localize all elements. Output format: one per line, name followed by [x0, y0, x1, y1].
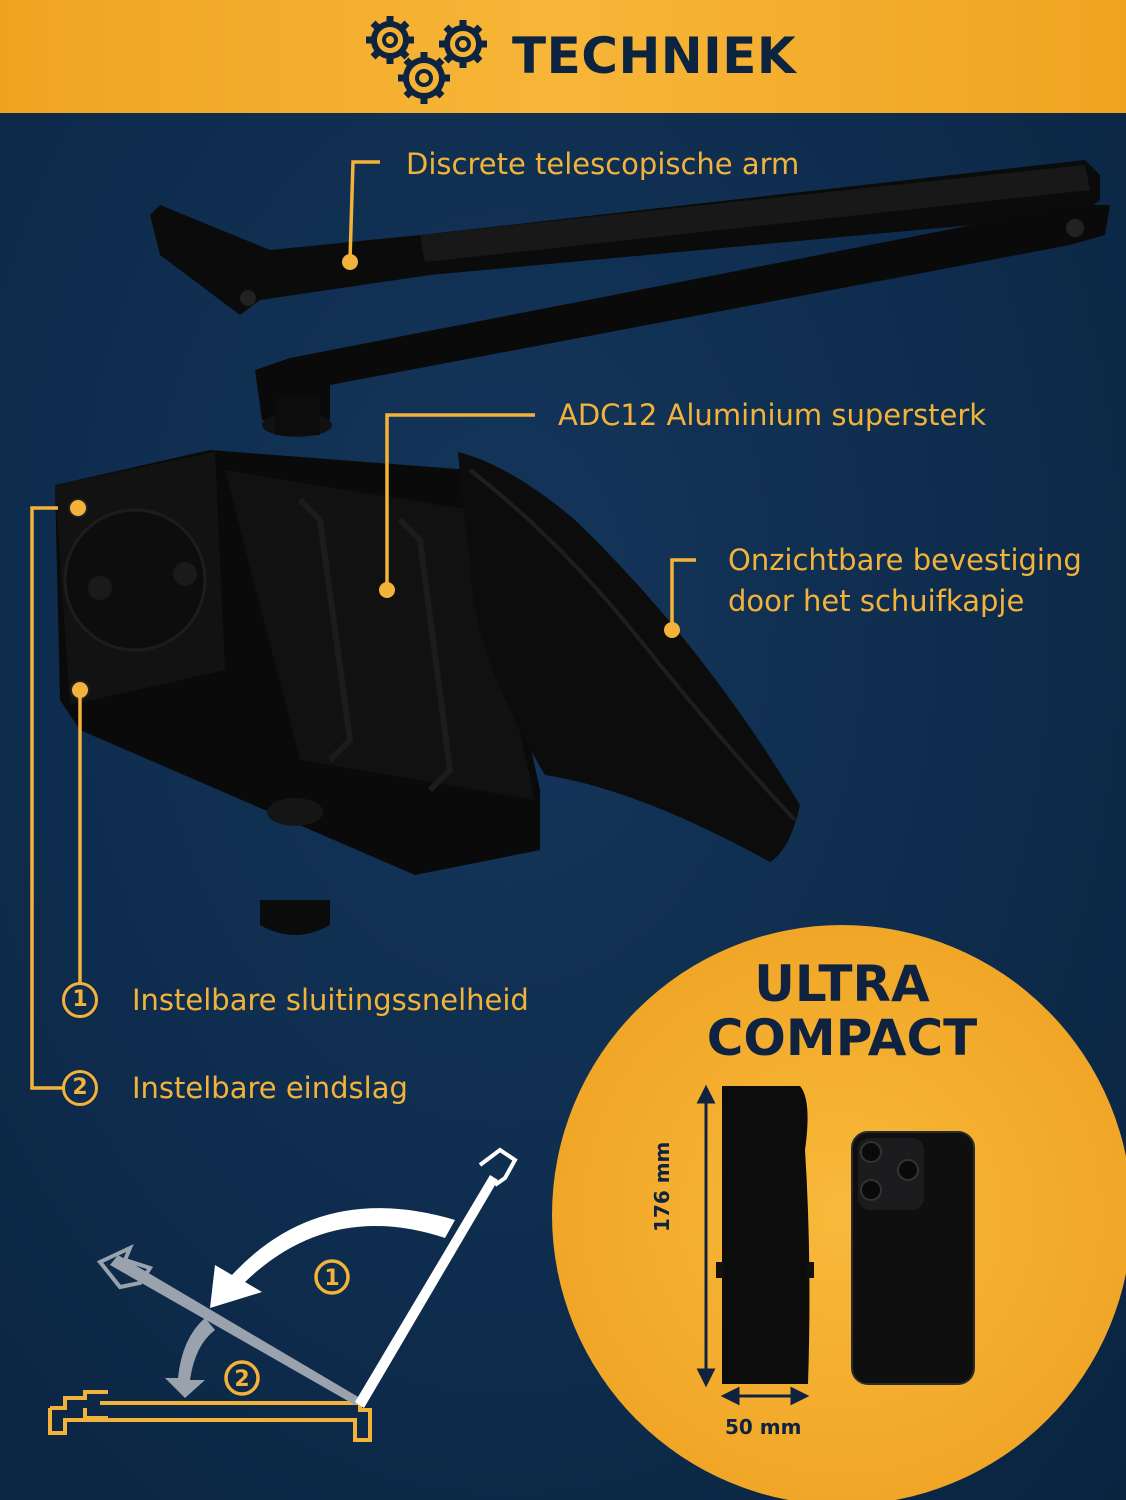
adjustment-number-1: 1	[62, 982, 98, 1018]
diagram-step-2: 2	[234, 1367, 249, 1392]
callout-aluminium: ADC12 Aluminium supersterk	[558, 398, 987, 432]
size-comparison-image	[696, 1084, 975, 1406]
ultra-compact-badge: ULTRA COMPACT 176 mm 50 mm	[552, 925, 1126, 1500]
width-dimension-label: 50 mm	[725, 1415, 802, 1439]
door-closer-body-image	[55, 450, 540, 935]
height-dimension-label: 176 mm	[650, 1141, 674, 1232]
callout-telescopic-arm: Discrete telescopische arm	[406, 147, 800, 181]
callout-mounting-line2: door het schuifkapje	[728, 584, 1025, 618]
telescopic-arm-image	[150, 160, 1110, 437]
adjustment-number-2: 2	[62, 1070, 98, 1106]
door-closing-diagram: 1 2	[48, 1147, 518, 1442]
page-title: TECHNIEK	[512, 27, 797, 85]
compact-title-line1: ULTRA	[754, 955, 930, 1013]
gears-icon	[366, 16, 487, 104]
header-banner: TECHNIEK	[0, 0, 1126, 113]
compact-title-line2: COMPACT	[706, 1009, 978, 1067]
callout-mounting-line1: Onzichtbare bevestiging	[728, 543, 1082, 577]
diagram-step-1: 1	[324, 1266, 339, 1291]
adjustment-label-2: Instelbare eindslag	[132, 1071, 408, 1105]
sliding-cover-image	[458, 452, 800, 862]
adjustment-label-1: Instelbare sluitingssnelheid	[132, 983, 529, 1017]
